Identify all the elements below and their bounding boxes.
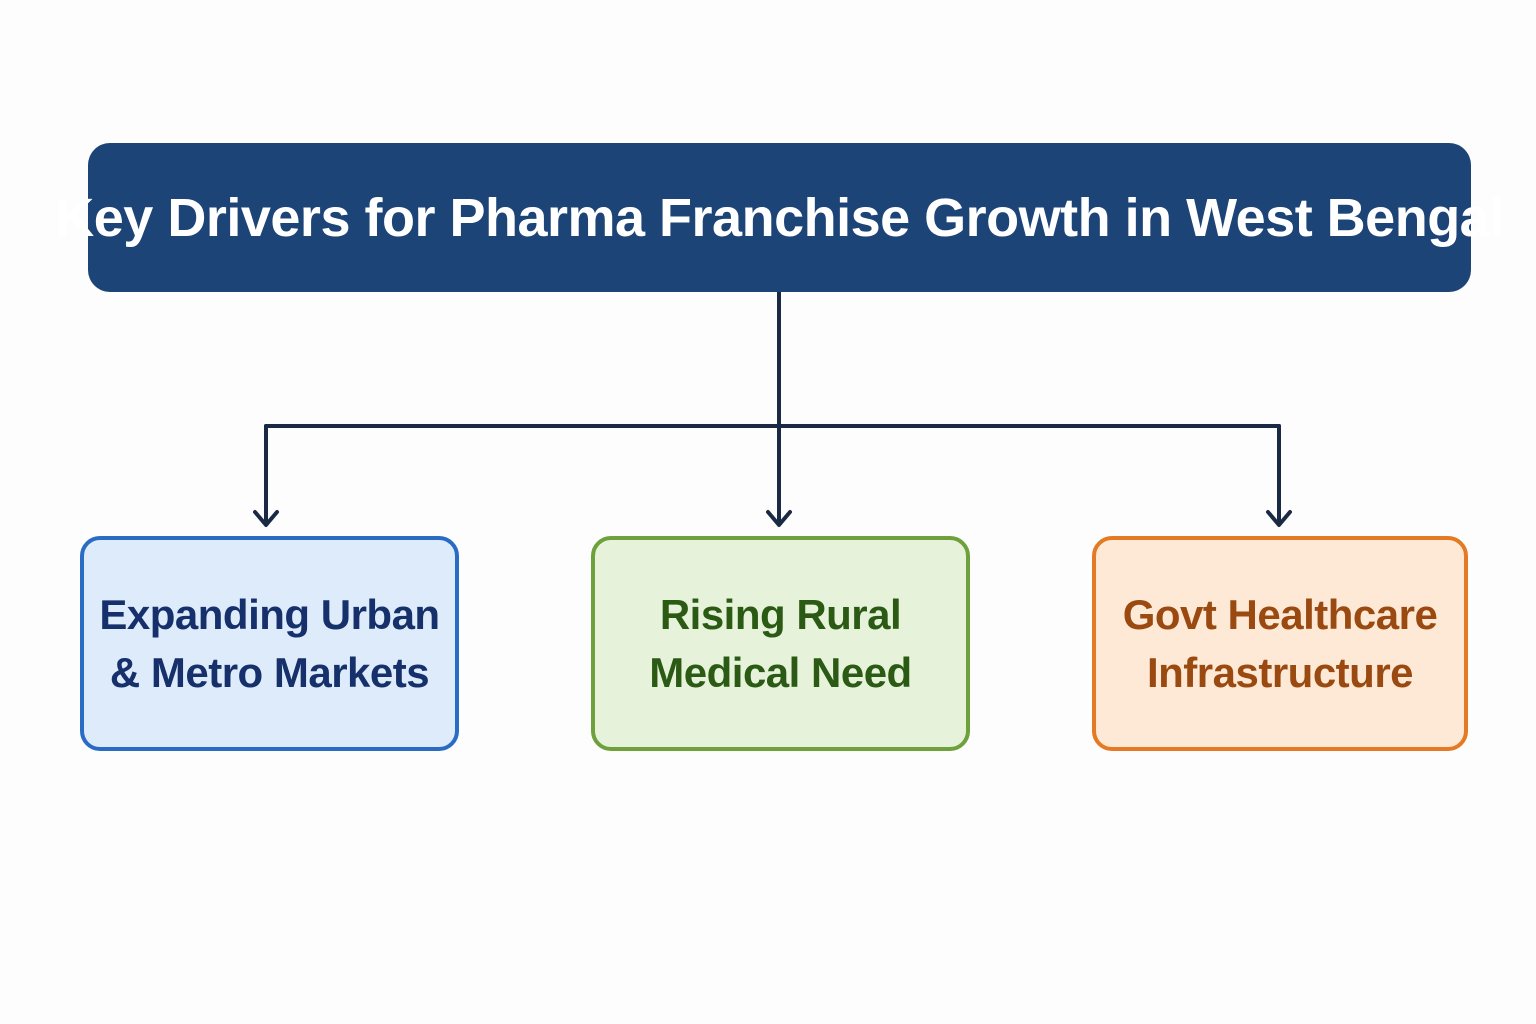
title-box: Key Drivers for Pharma Franchise Growth … <box>55 143 1504 292</box>
driver-label-line: Govt Healthcare <box>1122 590 1438 638</box>
driver-box-rural-need: Rising Rural Medical Need <box>591 536 970 751</box>
driver-box-urban-metro: Expanding Urban & Metro Markets <box>80 536 459 751</box>
arrowhead-center <box>766 510 792 527</box>
diagram-title: Key Drivers for Pharma Franchise Growth … <box>55 187 1504 248</box>
driver-box-govt-healthcare: Govt Healthcare Infrastructure <box>1092 536 1468 751</box>
driver-label-line: Rising Rural <box>659 590 902 638</box>
driver-label-line: Infrastructure <box>1146 648 1414 696</box>
arrowhead-left <box>253 510 279 527</box>
driver-label-line: & Metro Markets <box>109 648 430 696</box>
driver-label-line: Medical Need <box>649 648 912 696</box>
driver-label-line: Expanding Urban <box>99 590 440 638</box>
arrowhead-right <box>1266 510 1292 527</box>
